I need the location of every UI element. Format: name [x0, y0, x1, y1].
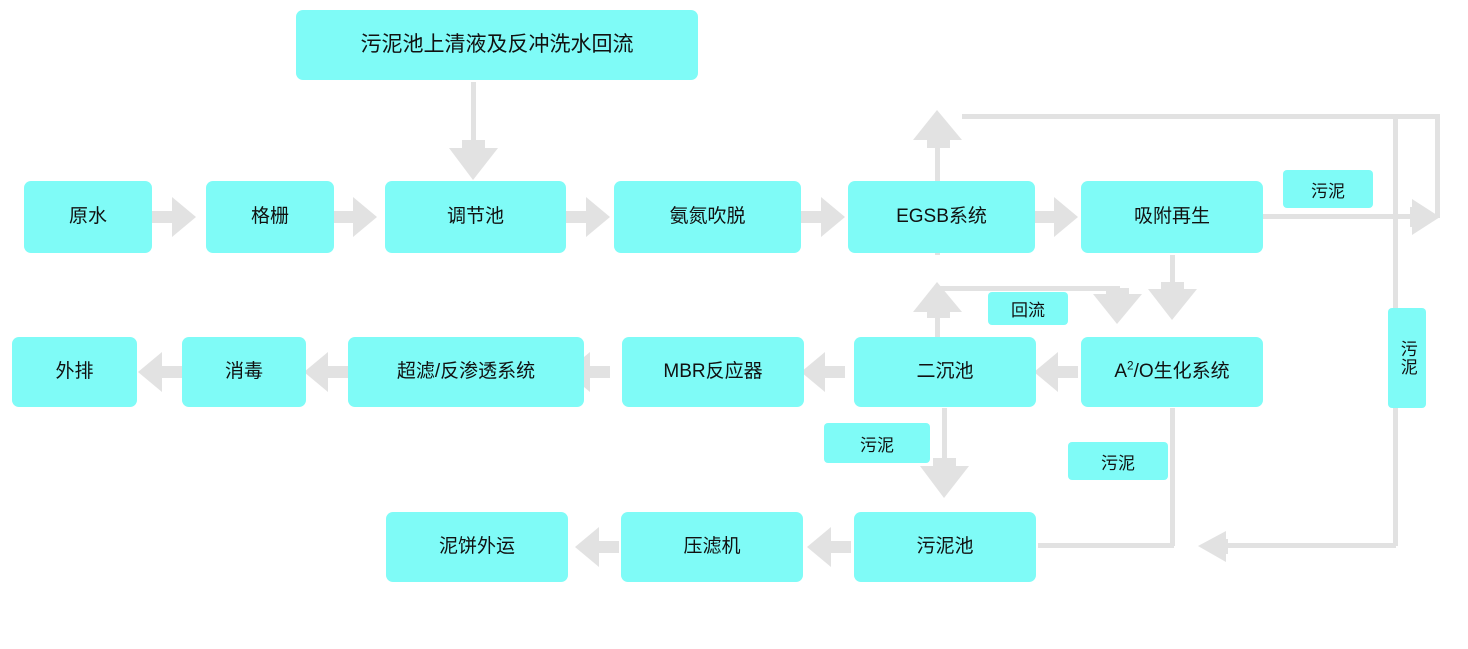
edge-label-sludge-right-vertical: 污泥 [1388, 308, 1426, 408]
node-egsb-system[interactable]: EGSB系统 [848, 181, 1035, 253]
node-egsb-system-label: EGSB系统 [896, 206, 987, 228]
node-raw-water-label: 原水 [68, 206, 107, 228]
edge-label-sludge-adsorption: 污泥 [1283, 170, 1373, 208]
chevron-sludgepond-to-filterpress [807, 527, 851, 567]
node-mbr-reactor-label: MBR反应器 [663, 361, 763, 383]
node-ao-biochemical-system[interactable]: A2/O生化系统 [1081, 337, 1263, 407]
node-uf-ro-system[interactable]: 超滤/反渗透系统 [348, 337, 584, 407]
chevron-regulation-to-ammonia [566, 197, 610, 237]
edge-label-sludge-adsorption-text: 污泥 [1311, 181, 1345, 201]
node-discharge[interactable]: 外排 [12, 337, 137, 407]
edge-label-sludge-secondary-text: 污泥 [860, 435, 894, 455]
edge-label-reflux-text: 回流 [1011, 301, 1045, 320]
node-regulation-tank-label: 调节池 [446, 206, 504, 228]
edge-label-sludge-ao-text: 污泥 [1101, 453, 1135, 473]
node-disinfection[interactable]: 消毒 [182, 337, 306, 407]
node-discharge-label: 外排 [55, 361, 94, 383]
node-disinfection-label: 消毒 [224, 361, 263, 383]
chevron-filterpress-to-caketransport [575, 527, 619, 567]
chevron-ufro-to-disinfection [304, 352, 348, 392]
node-secondary-settling-tank-label: 二沉池 [916, 361, 974, 383]
edge-secondary-to-sludgepond [920, 408, 969, 498]
node-regulation-tank[interactable]: 调节池 [385, 181, 566, 253]
node-filter-press-label: 压滤机 [683, 536, 741, 558]
chevron-raw-to-grille [152, 197, 196, 237]
chevron-disinfection-to-discharge [138, 352, 182, 392]
edge-return-to-regulation [449, 82, 498, 180]
node-ammonia-stripping[interactable]: 氨氮吹脱 [614, 181, 801, 253]
chevron-grille-to-regulation [333, 197, 377, 237]
edge-label-sludge-secondary: 污泥 [824, 423, 930, 463]
node-return-liquid-label: 污泥池上清液及反冲洗水回流 [360, 32, 634, 56]
edge-label-sludge-ao: 污泥 [1068, 442, 1168, 480]
chevron-ammonia-to-egsb [801, 197, 845, 237]
chevron-secondary-to-mbr [801, 352, 845, 392]
edge-label-reflux: 回流 [988, 292, 1068, 325]
node-ammonia-stripping-label: 氨氮吹脱 [669, 206, 746, 228]
chevron-ao-to-secondary [1034, 352, 1078, 392]
edge-ao-to-sludgepond [1038, 408, 1175, 548]
node-uf-ro-system-label: 超滤/反渗透系统 [396, 361, 536, 383]
node-secondary-settling-tank[interactable]: 二沉池 [854, 337, 1036, 407]
node-raw-water[interactable]: 原水 [24, 181, 152, 253]
edge-adsorb-to-ao [1148, 255, 1197, 320]
node-sludge-pond[interactable]: 污泥池 [854, 512, 1036, 582]
node-cake-transport-label: 泥饼外运 [438, 536, 515, 558]
node-adsorption-regeneration[interactable]: 吸附再生 [1081, 181, 1263, 253]
node-grille[interactable]: 格栅 [206, 181, 334, 253]
node-ao-biochemical-system-label: A2/O生化系统 [1114, 359, 1230, 383]
node-mbr-reactor[interactable]: MBR反应器 [622, 337, 804, 407]
node-adsorption-regeneration-label: 吸附再生 [1133, 206, 1210, 228]
chevron-mbr-to-ufro [566, 352, 610, 392]
chevron-egsb-to-adsorb [1034, 197, 1078, 237]
node-return-liquid[interactable]: 污泥池上清液及反冲洗水回流 [296, 10, 698, 80]
edge-label-sludge-right-vertical-text: 污泥 [1397, 340, 1417, 376]
node-grille-label: 格栅 [250, 206, 289, 228]
node-filter-press[interactable]: 压滤机 [621, 512, 803, 582]
node-cake-transport[interactable]: 泥饼外运 [386, 512, 568, 582]
node-sludge-pond-label: 污泥池 [916, 536, 974, 558]
edge-secondary-to-ao-reflux [913, 282, 1142, 342]
